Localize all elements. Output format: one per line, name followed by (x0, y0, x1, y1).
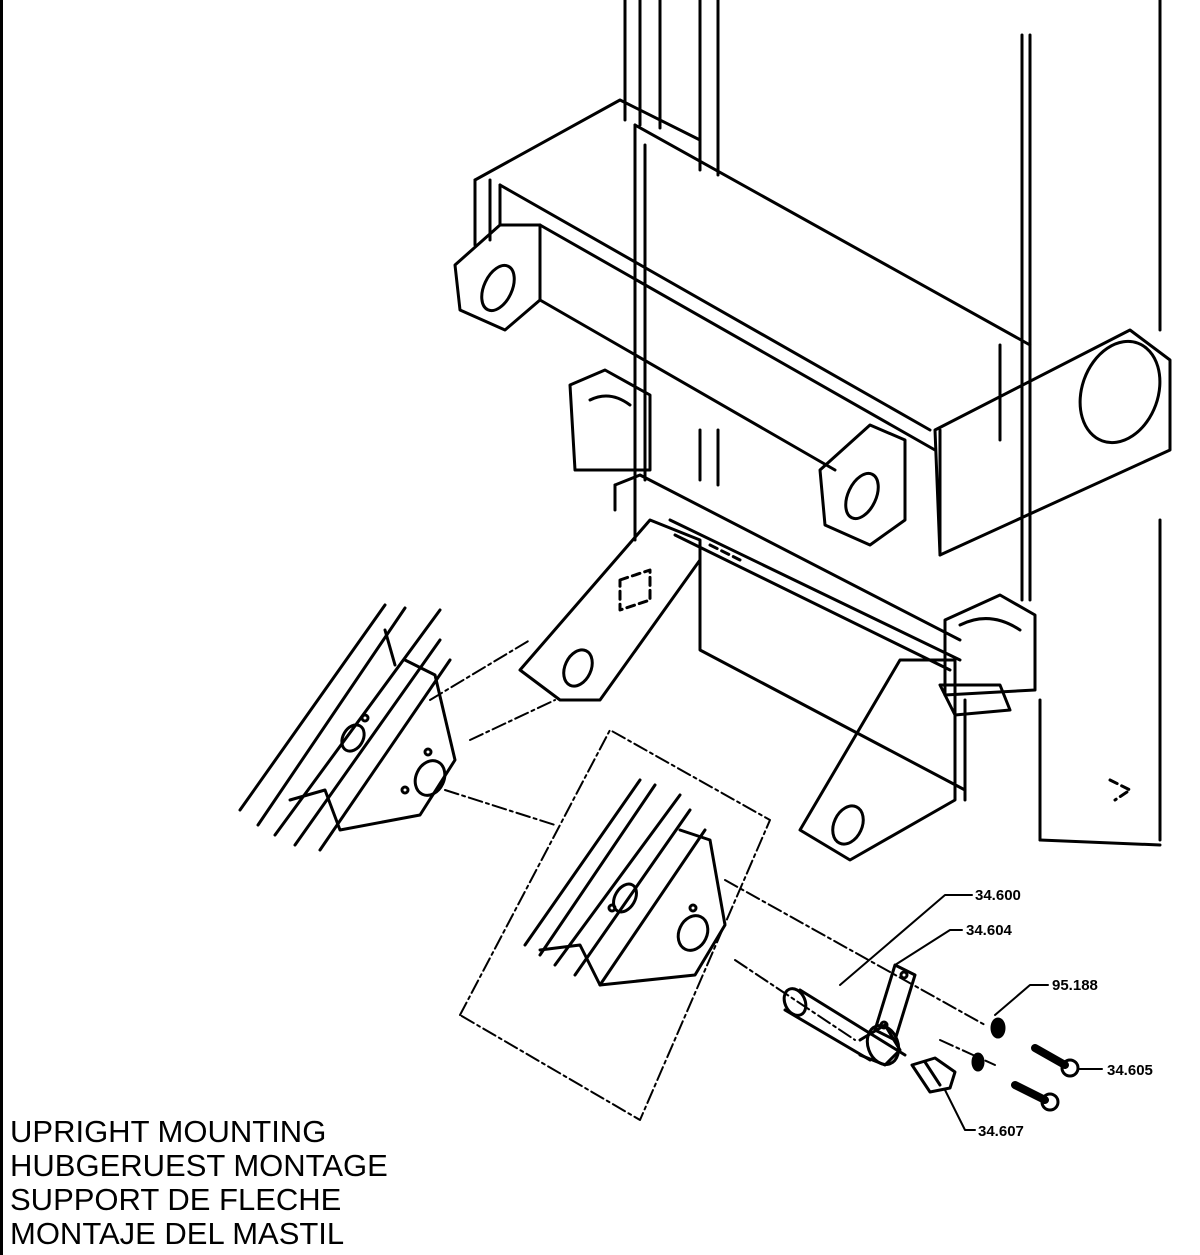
callout-34-605: 34.605 (1107, 1062, 1153, 1079)
title-spanish: MONTAJE DEL MASTIL (10, 1216, 345, 1251)
washers (971, 1017, 1006, 1072)
grease-fitting (910, 1056, 957, 1094)
title-english: UPRIGHT MOUNTING (10, 1114, 327, 1149)
callout-leaders (839, 894, 1103, 1131)
cap-screws (1011, 1044, 1080, 1112)
callout-34-600: 34.600 (975, 887, 1021, 904)
projection-lines (429, 639, 996, 1066)
upper-crossbar (453, 98, 1172, 557)
callout-95-188: 95.188 (1052, 977, 1098, 994)
title-german: HUBGERUEST MONTAGE (10, 1148, 388, 1183)
lower-mounting-bracket (518, 473, 1132, 862)
carriage-plate (633, 123, 1032, 542)
callout-34-607: 34.607 (978, 1123, 1024, 1140)
retaining-plate (873, 963, 917, 1042)
detail-view-upper (238, 603, 457, 852)
multilingual-title-block: UPRIGHT MOUNTING HUBGERUEST MONTAGE SUPP… (10, 1115, 388, 1251)
callout-34-604: 34.604 (966, 922, 1013, 939)
hook-clamp-left (568, 368, 652, 472)
hook-clamp-right (938, 593, 1037, 717)
title-french: SUPPORT DE FLECHE (10, 1182, 342, 1217)
left-border-rule (0, 0, 3, 1255)
mast-upright (623, 0, 1162, 847)
detail-view-lower (459, 729, 771, 1121)
